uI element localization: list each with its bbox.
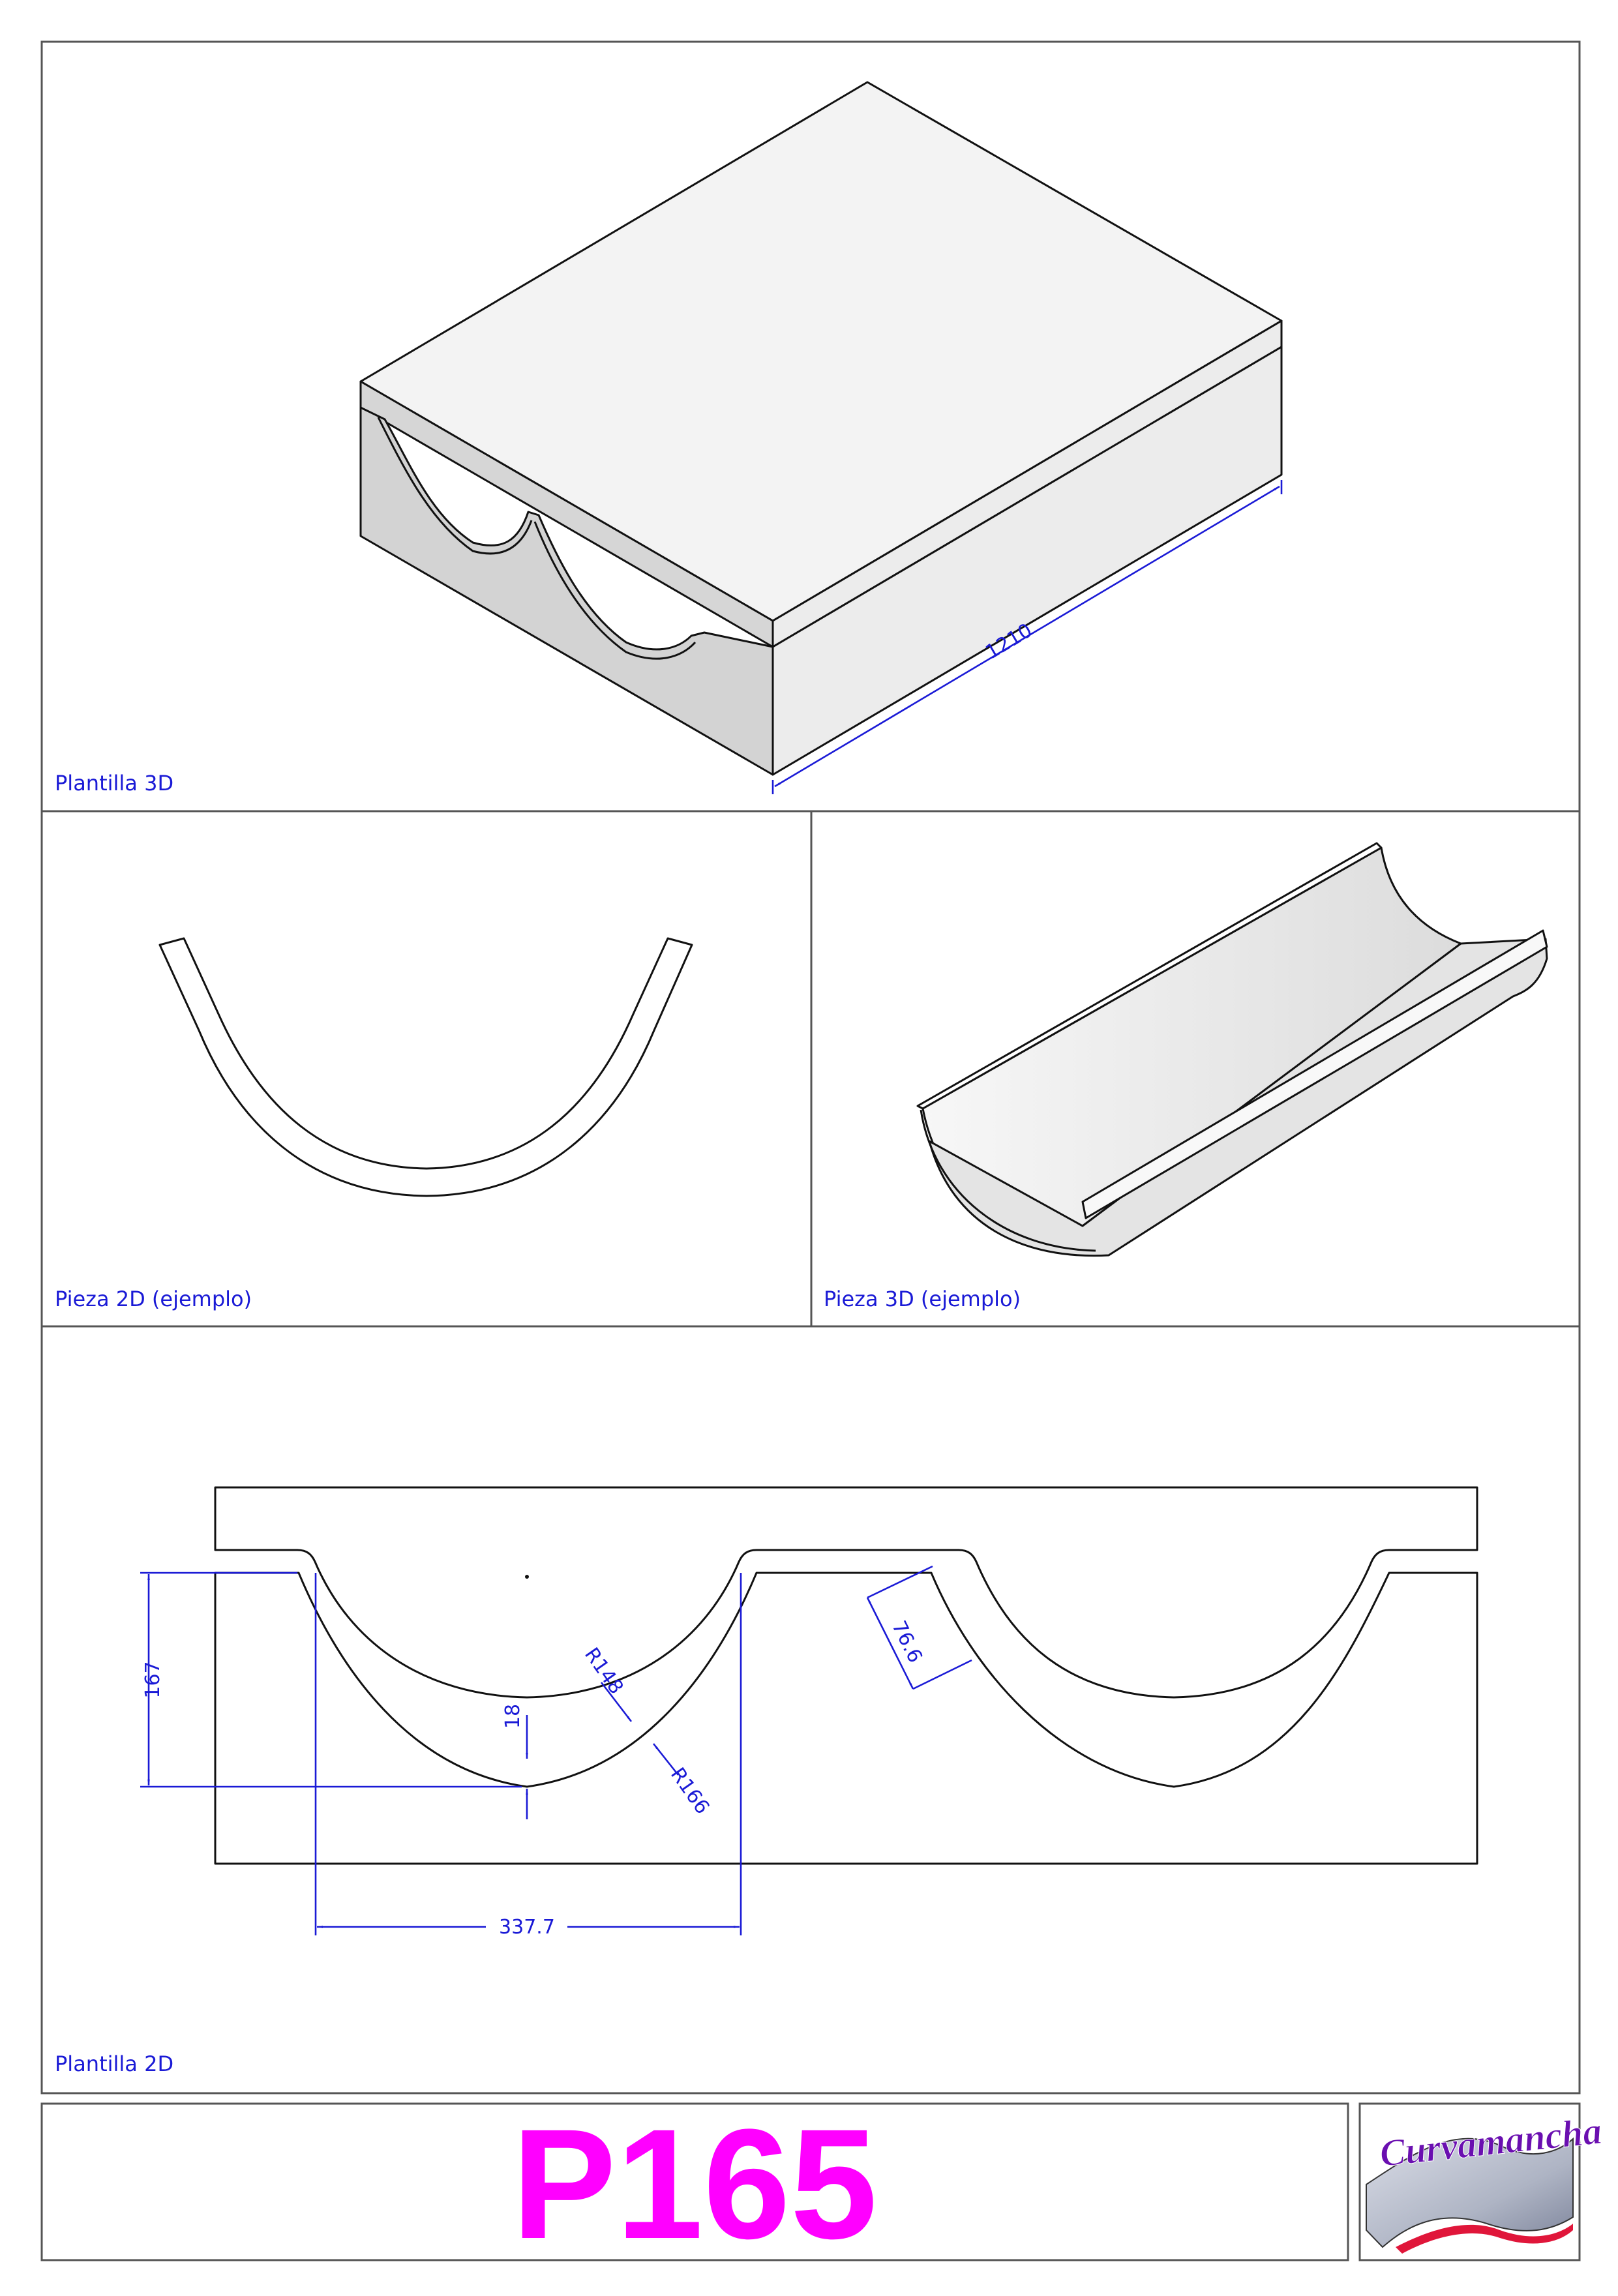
dim-r166-leader <box>652 1743 680 1776</box>
template-3d-view: 1210 Plantilla 3D <box>55 81 1283 796</box>
dim-r148-leader <box>600 1682 633 1722</box>
dim-18-label: 18 <box>502 1704 524 1729</box>
dim-76-6-line <box>866 1597 914 1690</box>
template-2d-bottom-block <box>214 1572 1478 1865</box>
logo-red-edge <box>1396 2224 1573 2254</box>
center-mark <box>525 1575 529 1579</box>
piece-2d-view: Pieza 2D (ejemplo) <box>55 937 693 1311</box>
product-code: P165 <box>512 2096 878 2271</box>
trough-end-curve <box>920 1109 1096 1252</box>
dim-76-6-ext-top <box>867 1565 933 1599</box>
panel-template-2d-frame <box>40 1325 1581 2095</box>
logo-wave-surface <box>1366 2137 1574 2248</box>
caption-piece-2d: Pieza 2D (ejemplo) <box>55 1287 252 1311</box>
trough-near-rim <box>1081 929 1548 1219</box>
template-2d-view: 167 18 R148 R166 76.6 337.7 Plantilla 2D <box>55 1486 1478 2076</box>
caption-template-2d: Plantilla 2D <box>55 2051 173 2076</box>
title-code-frame <box>40 2102 1349 2261</box>
caption-template-3d: Plantilla 3D <box>55 771 173 796</box>
bottom-block-left-face <box>359 406 774 776</box>
panel-piece-2d-frame <box>40 810 813 1328</box>
template-2d-top-slab <box>214 1486 1478 1699</box>
dim-1210-line <box>774 485 1280 788</box>
caption-piece-3d: Pieza 3D (ejemplo) <box>824 1287 1021 1311</box>
groove-edge <box>377 417 697 660</box>
dim-76-6-label: 76.6 <box>887 1617 927 1666</box>
logo-frame <box>1358 2102 1581 2261</box>
panel-frames <box>40 40 1581 2261</box>
dim-r166-label: R166 <box>666 1764 713 1819</box>
dim-76-6-ext-bottom <box>912 1659 972 1690</box>
piece-3d-view: Pieza 3D (ejemplo) <box>824 842 1548 1311</box>
trough-far-rim <box>916 842 1383 1110</box>
dim-167-label: 167 <box>142 1661 164 1698</box>
dim-337-label: 337.7 <box>499 1916 555 1939</box>
logo: Curvamancha <box>1366 2109 1604 2254</box>
piece-2d-profile <box>158 937 693 1197</box>
